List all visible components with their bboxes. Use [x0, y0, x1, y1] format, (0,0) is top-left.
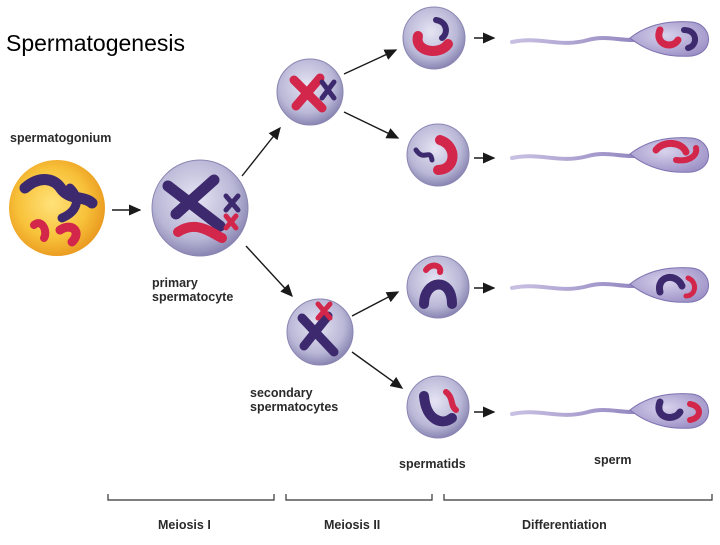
stage-brackets: [107, 494, 713, 501]
sperm-2: [510, 137, 709, 173]
stage-meiosis-2: Meiosis II: [324, 518, 381, 532]
stage-differentiation: Differentiation: [522, 518, 607, 532]
arrows: [112, 32, 496, 418]
spermatogonium-cell: [9, 160, 105, 256]
label-spermatogonium: spermatogonium: [10, 131, 112, 145]
label-secondary: secondary: [250, 386, 313, 400]
primary-spermatocyte-cell: [151, 159, 249, 257]
arrow-primary-to-secondary-top: [241, 126, 281, 177]
spermatid-3: [406, 255, 470, 319]
arrow-secondary-top-to-spermatid-1: [343, 49, 398, 75]
secondary-spermatocyte-bottom: [286, 298, 354, 366]
spermatid-4: [406, 375, 470, 439]
arrow-secondary-bottom-to-spermatid-4: [351, 351, 404, 389]
spermatid-2: [406, 123, 470, 187]
sperm-3: [510, 267, 709, 303]
page-title: Spermatogenesis: [6, 30, 185, 56]
label-spermatocytes: spermatocytes: [250, 400, 339, 414]
arrow-primary-to-secondary-bottom: [245, 245, 293, 298]
label-primary: primary: [152, 276, 198, 290]
bracket-differentiation: [443, 494, 713, 501]
bracket-meiosis-1: [107, 494, 275, 501]
arrow-secondary-bottom-to-spermatid-3: [351, 291, 400, 317]
label-sperm: sperm: [594, 453, 632, 467]
sperm-1: [510, 21, 709, 57]
sperm-4: [510, 393, 709, 429]
label-spermatocyte: spermatocyte: [152, 290, 234, 304]
bracket-meiosis-2: [285, 494, 433, 501]
label-spermatids: spermatids: [399, 457, 466, 471]
stage-meiosis-1: Meiosis I: [158, 518, 211, 532]
spermatid-1: [402, 6, 466, 70]
arrow-secondary-top-to-spermatid-2: [343, 111, 400, 139]
secondary-spermatocyte-top: [276, 58, 344, 126]
